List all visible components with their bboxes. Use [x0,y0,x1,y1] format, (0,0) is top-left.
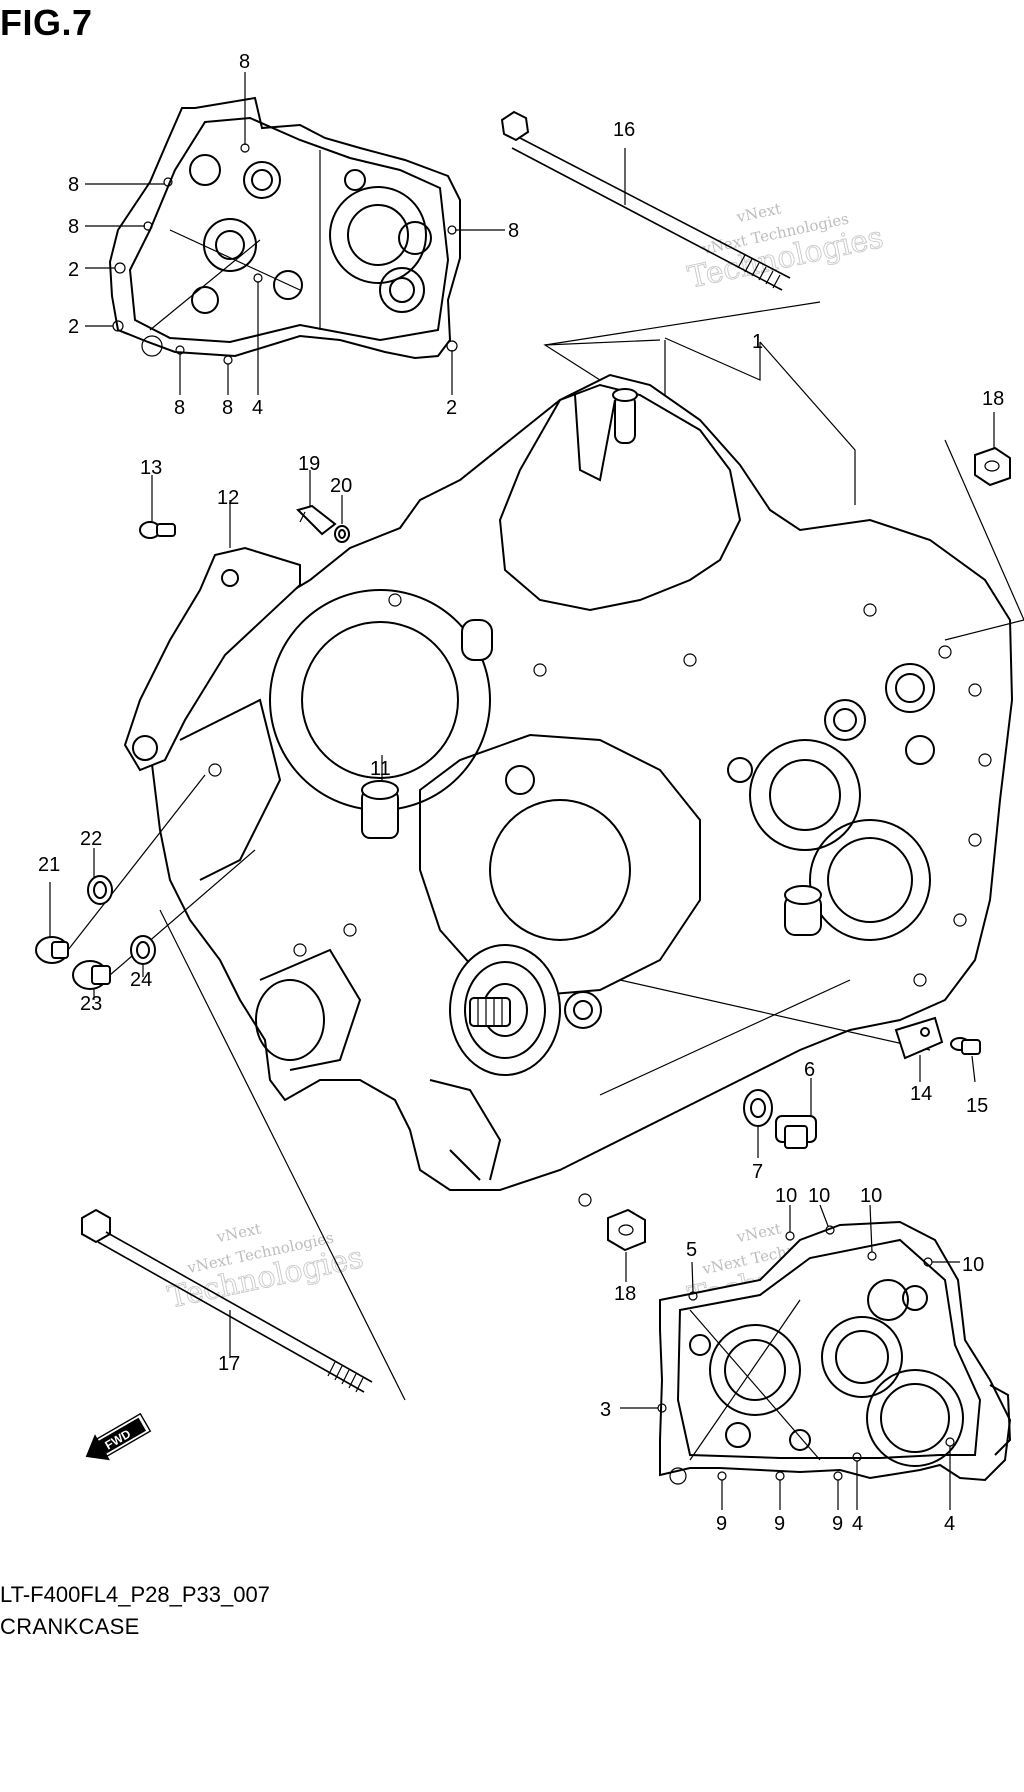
callout-label: 2 [68,316,79,338]
watermark-top-right: vNext vNext Technologies Technologies [684,199,886,296]
callout-label: 9 [832,1513,843,1535]
callout-label: 10 [808,1185,830,1207]
callout-label: 8 [68,216,79,238]
washer-7 [743,1089,773,1158]
watermark-bottom-left: vNext vNext Technologies Technologies [164,1219,366,1316]
bolt-15 [950,1037,981,1083]
callout-label: 9 [716,1513,727,1535]
gasket-22 [87,848,113,905]
figure-code: LT-F400FL4_P28_P33_007 [0,1582,270,1607]
callout-label: 21 [38,854,60,876]
callout-label: 17 [218,1353,240,1375]
callout-label: 2 [446,397,457,419]
callout-label: 8 [239,51,250,73]
callout-label: 8 [174,397,185,419]
callout-label: 14 [910,1083,932,1105]
svg-text:vNext: vNext [214,1219,263,1246]
left-case-half-inset [108,96,461,365]
callout-label: 4 [852,1513,863,1535]
callout-label: 6 [804,1059,815,1081]
drain-bolt-6 [775,1078,817,1149]
callout-label: 19 [298,453,320,475]
callout-label: 12 [217,487,239,509]
plug-21 [35,774,206,964]
callout-label: 18 [982,388,1004,410]
callout-labels: 8 8 8 8 2 2 8 8 4 2 16 1 18 13 12 19 20 … [38,51,1004,1535]
svg-text:vNext: vNext [734,199,783,226]
callout-label: 22 [80,828,102,850]
callout-label: 20 [330,475,352,497]
callout-label: 8 [222,397,233,419]
figure-caption: CRANKCASE [0,1614,140,1639]
callout-label: 1 [752,331,763,353]
o-ring-20 [334,495,350,543]
main-crankcase [148,337,1024,1207]
callout-label: 11 [370,758,391,780]
callout-label: 15 [966,1095,988,1117]
callout-label: 2 [68,259,79,281]
fitting-19 [296,470,337,536]
callout-label: 8 [68,174,79,196]
nut-18-bottom [607,1208,646,1282]
figure-title: FIG.7 [0,2,93,43]
callout-label: 5 [686,1239,697,1261]
callout-label: 18 [614,1283,636,1305]
callout-label: 3 [600,1399,611,1421]
callout-label: 9 [774,1513,785,1535]
callout-label: 13 [140,457,162,479]
callout-label: 4 [252,397,263,419]
callout-label: 10 [962,1254,984,1276]
bolt-13 [139,475,176,539]
bracket-12 [123,500,301,772]
callout-label: 23 [80,993,102,1015]
right-inset-leader-lines [620,1204,960,1510]
callout-label: 10 [860,1185,882,1207]
callout-label: 4 [944,1513,955,1535]
svg-text:vNext: vNext [734,1219,783,1246]
plate-14 [894,1016,944,1082]
callout-label: 16 [613,119,635,141]
gasket-24 [130,935,156,977]
nut-18-top [944,412,1024,621]
callout-label: 10 [775,1185,797,1207]
long-bolt-17 [81,909,406,1401]
callout-label: 24 [130,969,152,991]
long-bolt-16 [500,110,821,381]
right-case-half-inset [657,1220,1012,1485]
inset-leader-lines [85,72,505,395]
fwd-arrow-icon: FWD [85,1412,152,1461]
callout-label: 8 [508,220,519,242]
callout-label: 7 [752,1161,763,1183]
